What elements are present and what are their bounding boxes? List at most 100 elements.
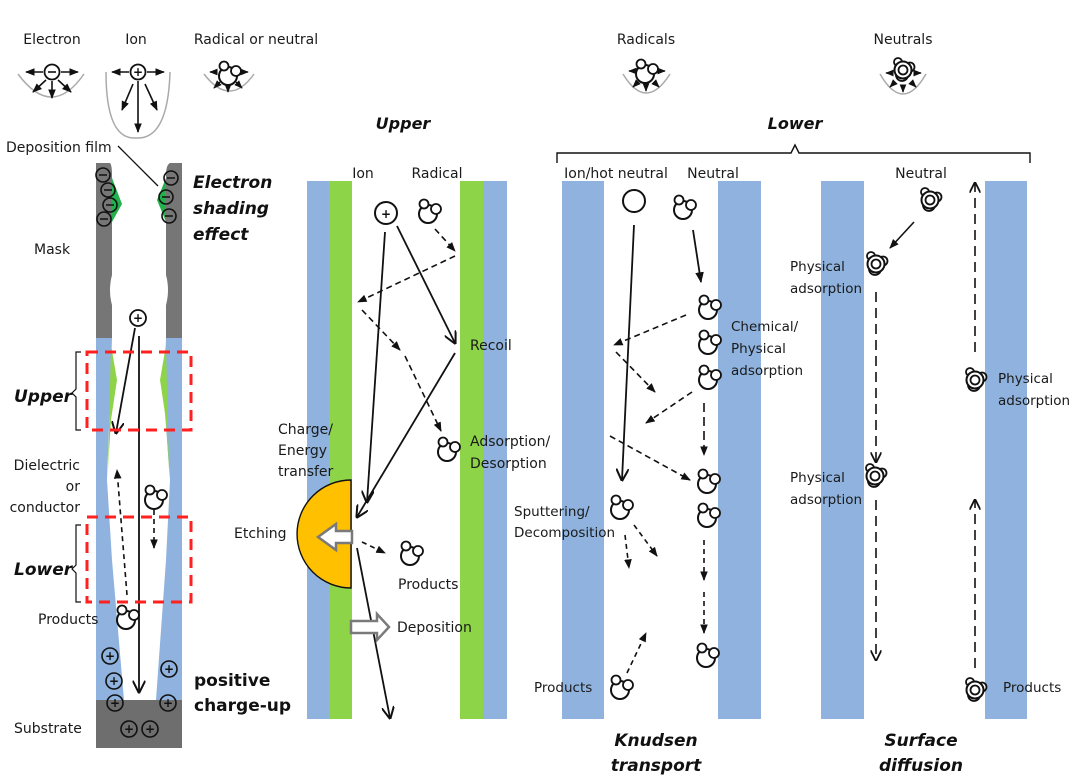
svg-text:Products: Products <box>534 680 592 696</box>
trench-cross-section: + + + + + + + + Deposition film Electron… <box>6 140 291 748</box>
svg-text:+: + <box>109 674 119 688</box>
adsorbed-neutral-icon <box>698 364 722 390</box>
ion-icon <box>129 63 147 81</box>
upper-radical-icon <box>418 198 442 224</box>
upper-left-deposition <box>329 181 352 719</box>
svg-text:+: + <box>381 207 391 221</box>
upper-deposition-right <box>160 345 169 470</box>
svg-text:Decomposition: Decomposition <box>514 525 615 541</box>
legend-ion-label: Ion <box>125 32 147 48</box>
lower-label: Lower <box>14 560 74 580</box>
upper-detail-panel: Upper Ion Radical + Recoil Adsorption/ D… <box>234 114 551 719</box>
adsorbed-neutral-icon <box>696 642 720 668</box>
etching-label: Etching <box>234 526 287 542</box>
trench-radical-icon <box>144 484 168 510</box>
svg-text:Products: Products <box>1003 680 1061 696</box>
upper-deposition-left <box>108 345 117 470</box>
knudsen-left-wall <box>562 181 604 719</box>
radicals-icon <box>635 58 659 84</box>
physisorbed-neutral-icon <box>866 251 889 276</box>
svg-text:diffusion: diffusion <box>879 756 963 776</box>
svg-text:conductor: conductor <box>10 500 81 516</box>
knudsen-product-icon <box>610 674 634 700</box>
adsorbed-radical-icon <box>437 436 461 462</box>
svg-text:adsorption: adsorption <box>790 492 862 508</box>
svg-text:Dielectric: Dielectric <box>14 458 80 474</box>
svg-text:shading: shading <box>193 199 269 219</box>
svg-text:Electron: Electron <box>193 173 272 193</box>
knudsen-right-wall <box>718 181 761 719</box>
svg-text:Ion: Ion <box>352 166 374 182</box>
knudsen-neutral-icon <box>673 194 697 220</box>
svg-text:Desorption: Desorption <box>470 456 547 472</box>
legend-electron-label: Electron <box>23 32 80 48</box>
neutrals-icon <box>893 57 916 82</box>
upper-title: Upper <box>376 114 432 133</box>
svg-text:Neutrals: Neutrals <box>874 32 933 48</box>
svg-text:Physical: Physical <box>731 341 786 357</box>
upper-left-dielectric <box>307 181 329 719</box>
mask-label: Mask <box>34 242 71 258</box>
surface-right-wall <box>985 181 1027 719</box>
substrate-label: Substrate <box>14 721 82 737</box>
svg-text:Products: Products <box>38 612 98 628</box>
mask-right <box>166 163 182 338</box>
upper-right-dielectric <box>483 181 507 719</box>
legend-electron: Electron <box>17 32 85 99</box>
svg-text:Physical: Physical <box>790 470 845 486</box>
adsorbed-neutral-icon <box>697 468 721 494</box>
positive-charges: + + + + + + + <box>101 647 178 738</box>
adsorbed-neutral-icon <box>698 294 722 320</box>
svg-text:+: + <box>124 722 134 736</box>
legend-neutrals: Neutrals <box>874 32 933 95</box>
svg-text:Physical: Physical <box>790 259 845 275</box>
svg-text:+: + <box>164 662 174 676</box>
upper-product-icon <box>400 540 424 566</box>
dielectric-right <box>156 338 182 700</box>
trench-ion-icon <box>129 309 147 327</box>
svg-text:Adsorption/: Adsorption/ <box>470 434 551 450</box>
substrate-block <box>96 714 182 748</box>
svg-text:charge-up: charge-up <box>194 696 291 716</box>
svg-text:transport: transport <box>611 756 702 776</box>
svg-text:+: + <box>110 696 120 710</box>
upper-right-deposition <box>460 181 483 719</box>
svg-text:Knudsen: Knudsen <box>614 731 697 751</box>
sputtered-product-icon <box>610 494 634 520</box>
svg-text:or: or <box>66 479 81 495</box>
physisorbed-neutral-icon <box>965 367 988 392</box>
deposition-label: Deposition <box>397 620 472 636</box>
svg-text:Charge/: Charge/ <box>278 422 333 438</box>
svg-text:Physical: Physical <box>998 371 1053 387</box>
trench-product-icon <box>116 604 140 630</box>
legend-radicals: Radicals <box>617 32 675 94</box>
upper-region-box <box>85 350 193 432</box>
svg-text:adsorption: adsorption <box>998 393 1070 409</box>
svg-text:adsorption: adsorption <box>731 363 803 379</box>
lower-region-box <box>85 515 193 604</box>
legend-ion: Ion + <box>105 32 171 139</box>
svg-text:Chemical/: Chemical/ <box>731 319 799 335</box>
svg-text:Radicals: Radicals <box>617 32 675 48</box>
surface-neutral-icon <box>920 187 943 212</box>
etching-arrow-icon <box>315 521 354 553</box>
svg-text:effect: effect <box>193 225 249 245</box>
physisorbed-neutral-icon <box>865 463 888 488</box>
radical-icon <box>218 60 242 86</box>
svg-text:Energy: Energy <box>278 443 327 459</box>
svg-text:+: + <box>145 722 155 736</box>
svg-text:Surface: Surface <box>884 731 957 751</box>
lower-detail-panel: Lower Ion/hot neutral Neutral Chemical/ … <box>514 114 1070 776</box>
deposition-film-leader <box>117 145 159 187</box>
adsorbed-neutral-icon <box>697 502 721 528</box>
svg-text:+: + <box>133 311 143 325</box>
svg-text:+: + <box>105 649 115 663</box>
svg-text:positive: positive <box>194 671 270 691</box>
svg-text:Neutral: Neutral <box>687 166 739 182</box>
lower-title: Lower <box>768 114 824 133</box>
svg-text:Radical: Radical <box>412 166 463 182</box>
upper-label: Upper <box>14 387 74 407</box>
electron-charges <box>95 167 179 227</box>
lower-brace <box>556 143 1031 163</box>
deposition-film-label: Deposition film <box>6 140 112 156</box>
